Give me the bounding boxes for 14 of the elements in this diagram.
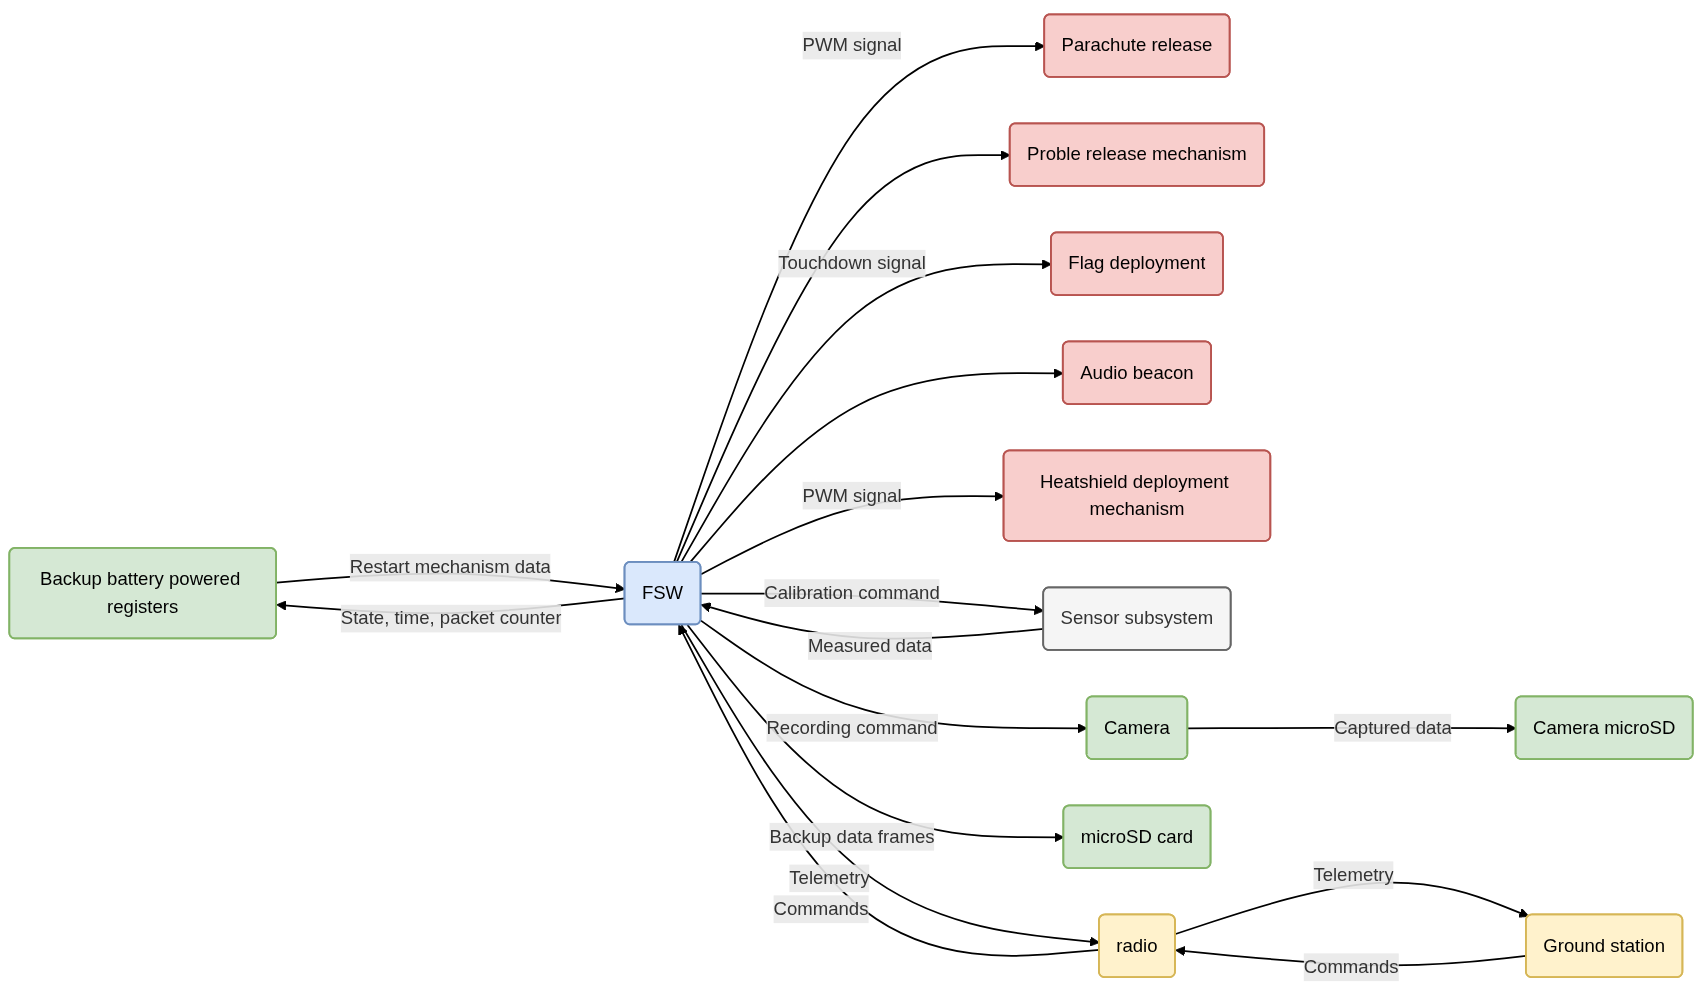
edge-label: Captured data — [1334, 717, 1452, 738]
edge-label: Backup data frames — [769, 826, 935, 847]
edge-label: PWM signal — [802, 485, 902, 506]
edge-label: Recording command — [766, 717, 938, 738]
edge-label: Telemetry — [1313, 865, 1394, 885]
edge-label: Commands — [773, 899, 869, 919]
edge-label: Commands — [1303, 957, 1399, 977]
edge-label: Restart mechanism data — [349, 557, 551, 578]
edge-label: Measured data — [807, 635, 932, 656]
edge-label: Touchdown signal — [778, 253, 926, 274]
edge-label: State, time, packet counter — [340, 608, 562, 629]
edge-label: Telemetry — [789, 868, 870, 888]
edge-label: PWM signal — [802, 35, 902, 56]
edge-label: Calibration command — [764, 582, 940, 603]
